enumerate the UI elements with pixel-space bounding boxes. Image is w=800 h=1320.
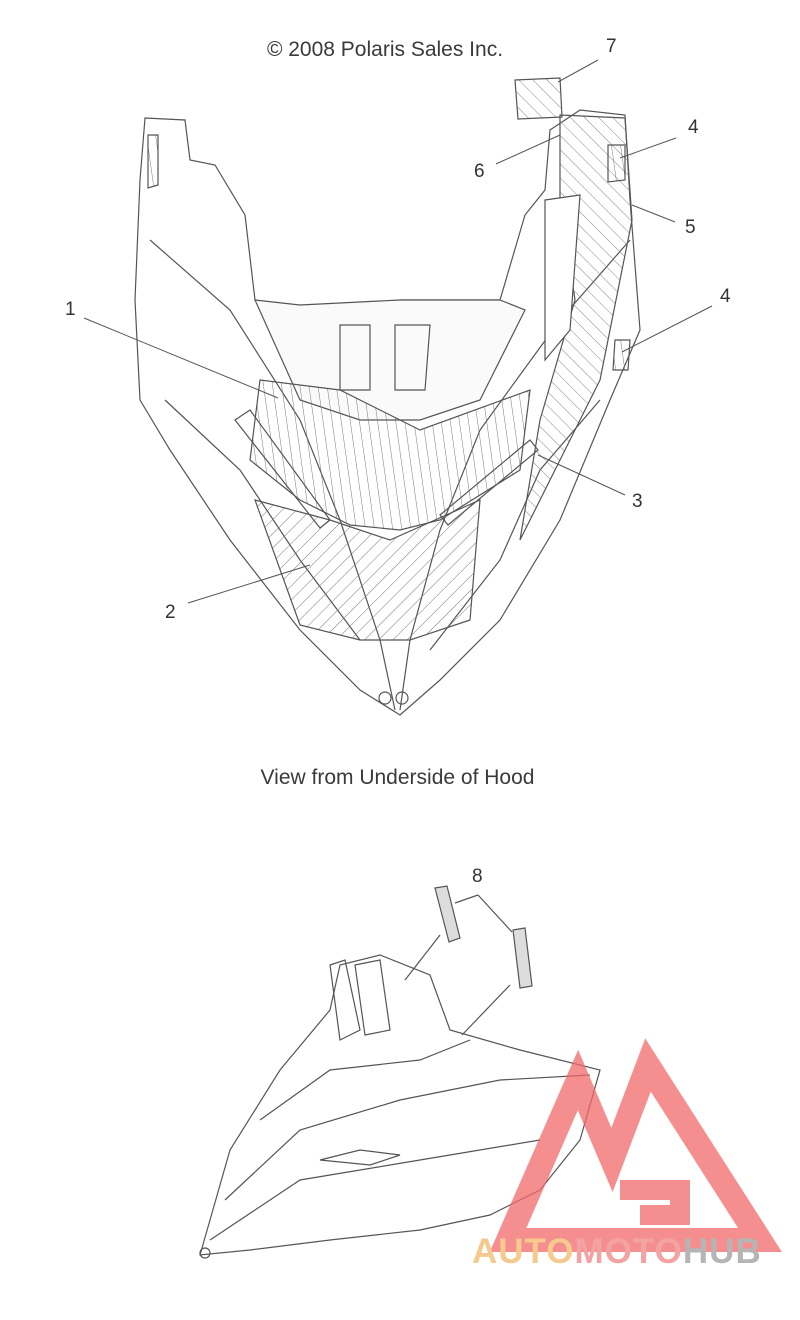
logo-auto: AUTO <box>472 1232 575 1271</box>
callout-5: 5 <box>685 217 696 238</box>
callout-4-top: 4 <box>688 117 699 138</box>
hood-perspective-view <box>199 885 601 1259</box>
automotohub-logo-text: AUTOMOTOHUB <box>472 1232 762 1272</box>
callout-4-side: 4 <box>720 286 731 307</box>
callout-8: 8 <box>472 866 483 887</box>
callout-6: 6 <box>474 161 485 182</box>
leader-lines <box>83 59 713 604</box>
callout-3: 3 <box>632 491 643 512</box>
hood-underside-view <box>134 77 641 716</box>
logo-hub: HUB <box>682 1232 762 1271</box>
callout-7: 7 <box>606 36 617 57</box>
copyright-notice: © 2008 Polaris Sales Inc. <box>266 38 504 61</box>
logo-moto: MOTO <box>574 1232 683 1271</box>
callout-2: 2 <box>165 602 176 623</box>
automotohub-logo-mark <box>489 1038 782 1252</box>
callout-1: 1 <box>65 299 76 320</box>
view-caption: View from Underside of Hood <box>260 766 535 789</box>
